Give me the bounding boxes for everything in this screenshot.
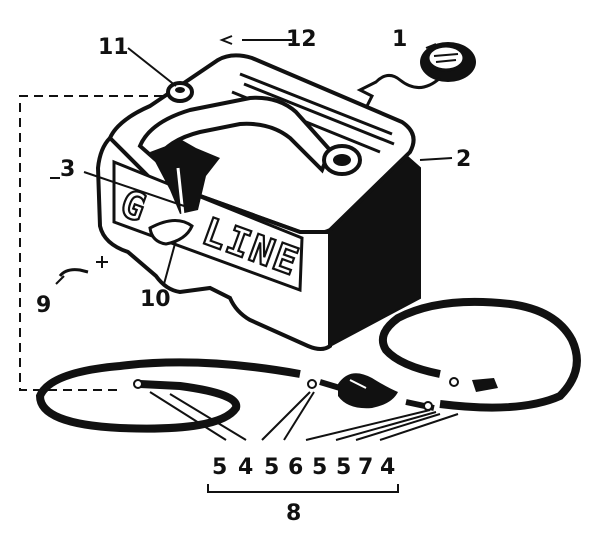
primer-bulb-highlight bbox=[349, 379, 367, 389]
hose-clamp bbox=[133, 379, 143, 389]
clip-part bbox=[58, 268, 89, 277]
tank-fill-port-opening bbox=[333, 154, 351, 166]
hose-clamp bbox=[307, 379, 317, 389]
callout-bottom-4: 6 bbox=[288, 455, 303, 480]
callout-bottom-5: 5 bbox=[312, 455, 327, 480]
engine-connector bbox=[472, 378, 498, 392]
fuel-gauge bbox=[150, 140, 220, 214]
arrow-12 bbox=[219, 35, 233, 45]
leader-lines bbox=[55, 39, 459, 441]
callout-bottom-1: 5 bbox=[212, 455, 227, 480]
callout-bottom-3: 5 bbox=[264, 455, 279, 480]
callout-10: 10 bbox=[140, 287, 171, 312]
callout-3: 3 bbox=[60, 157, 75, 182]
fuel-hose-right-loop bbox=[379, 297, 581, 412]
tank-label-panel bbox=[112, 159, 304, 293]
fuel-cap-tether bbox=[356, 74, 442, 109]
dashed-assembly-frame bbox=[19, 95, 178, 391]
callout-8: 8 bbox=[286, 501, 301, 526]
callout-12: 12 bbox=[286, 27, 317, 52]
callout-1: 1 bbox=[392, 27, 407, 52]
callout-bottom-7: 7 bbox=[358, 455, 373, 480]
vent-screw-slot bbox=[175, 87, 185, 93]
callout-bottom-8: 4 bbox=[380, 455, 395, 480]
primer-bulb bbox=[338, 373, 398, 409]
callout-9: 9 bbox=[36, 293, 51, 318]
callout-bottom-6: 5 bbox=[336, 455, 351, 480]
clip-cross bbox=[96, 256, 108, 268]
callout-2: 2 bbox=[456, 147, 471, 172]
callout-bottom-2: 4 bbox=[238, 455, 253, 480]
callout-11: 11 bbox=[98, 35, 129, 60]
assembly-bracket bbox=[207, 484, 399, 493]
tank-fitting bbox=[148, 219, 194, 246]
hose-clamp bbox=[423, 401, 433, 411]
fuel-gauge-needle bbox=[176, 167, 186, 225]
fuel-hose-middle bbox=[319, 379, 341, 391]
fuel-tank: G LINE bbox=[95, 53, 421, 351]
fuel-hose-left-loop bbox=[35, 358, 301, 433]
fuel-cap bbox=[420, 42, 476, 82]
hose-clamp bbox=[449, 377, 459, 387]
